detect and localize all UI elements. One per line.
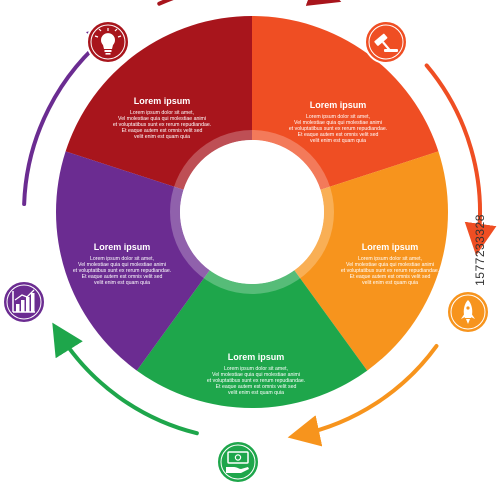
lightbulb-icon [86, 20, 130, 64]
segment-title: Lorem ipsum [94, 242, 151, 252]
segment-line: et voluptatibus sunt ex rerum repudianda… [113, 122, 211, 128]
rocket-icon [446, 290, 490, 334]
segment-text-orange: Lorem ipsum Lorem ipsum dolor sit amet, … [341, 242, 439, 286]
wedge-green [136, 270, 368, 408]
segment-line: et voluptatibus sunt ex rerum repudianda… [289, 126, 387, 132]
segment-line: velit enim est quam quia [94, 280, 150, 286]
segment-line: Et eaque autem est omnis velit sed [82, 274, 163, 280]
segment-title: Lorem ipsum [310, 100, 367, 110]
segment-text-red: Lorem ipsum Lorem ipsum dolor sit amet, … [113, 96, 211, 140]
segment-title: Lorem ipsum [228, 352, 285, 362]
segment-line: velit enim est quam quia [134, 134, 190, 140]
gavel-icon [364, 20, 408, 64]
segment-line: Et eaque autem est omnis velit sed [122, 128, 203, 134]
segment-line: Et eaque autem est omnis velit sed [298, 132, 379, 138]
wedge-purple [56, 151, 210, 371]
center-hole [180, 140, 324, 284]
wedge-orange-red [252, 16, 439, 190]
bar-chart-icon [2, 280, 46, 324]
segment-line: Lorem ipsum dolor sit amet, [306, 114, 370, 120]
segment-line: et voluptatibus sunt ex rerum repudianda… [207, 378, 305, 384]
wedge-orange [294, 151, 448, 371]
segment-line: Lorem ipsum dolor sit amet, [90, 256, 154, 262]
segment-line: et voluptatibus sunt ex rerum repudianda… [341, 268, 439, 274]
wedge-red [65, 15, 252, 190]
arrow-orange-red-to-orange [424, 63, 497, 256]
segment-line: et voluptatibus sunt ex rerum repudianda… [73, 268, 171, 274]
segment-text-green: Lorem ipsum Lorem ipsum dolor sit amet, … [207, 352, 305, 396]
segment-line: Lorem ipsum dolor sit amet, [224, 366, 288, 372]
arrow-green-to-purple [52, 322, 199, 436]
segment-text-orange-red: Lorem ipsum Lorem ipsum dolor sit amet, … [289, 100, 387, 144]
segment-line: Vel molestiae quia qui molestiae animi [346, 262, 434, 268]
arrow-red-to-orange-red [157, 0, 342, 6]
segment-text-purple: Lorem ipsum Lorem ipsum dolor sit amet, … [73, 242, 171, 286]
stock-id-label: 1577233328 [473, 214, 487, 286]
segment-line: Vel molestiae quia qui molestiae animi [78, 262, 166, 268]
segment-line: Vel molestiae quia qui molestiae animi [294, 120, 382, 126]
segment-line: velit enim est quam quia [362, 280, 418, 286]
money-hand-icon [216, 440, 260, 484]
segment-line: Lorem ipsum dolor sit amet, [358, 256, 422, 262]
segment-line: velit enim est quam quia [228, 390, 284, 396]
arrow-orange-to-green [287, 344, 439, 447]
segment-line: velit enim est quam quia [310, 138, 366, 144]
segment-title: Lorem ipsum [134, 96, 191, 106]
segment-line: Vel molestiae quia qui molestiae animi [212, 372, 300, 378]
segment-title: Lorem ipsum [362, 242, 419, 252]
segment-line: Et eaque autem est omnis velit sed [350, 274, 431, 280]
segment-line: Vel molestiae quia qui molestiae animi [118, 116, 206, 122]
segment-line: Et eaque autem est omnis velit sed [216, 384, 297, 390]
segment-line: Lorem ipsum dolor sit amet, [130, 110, 194, 116]
